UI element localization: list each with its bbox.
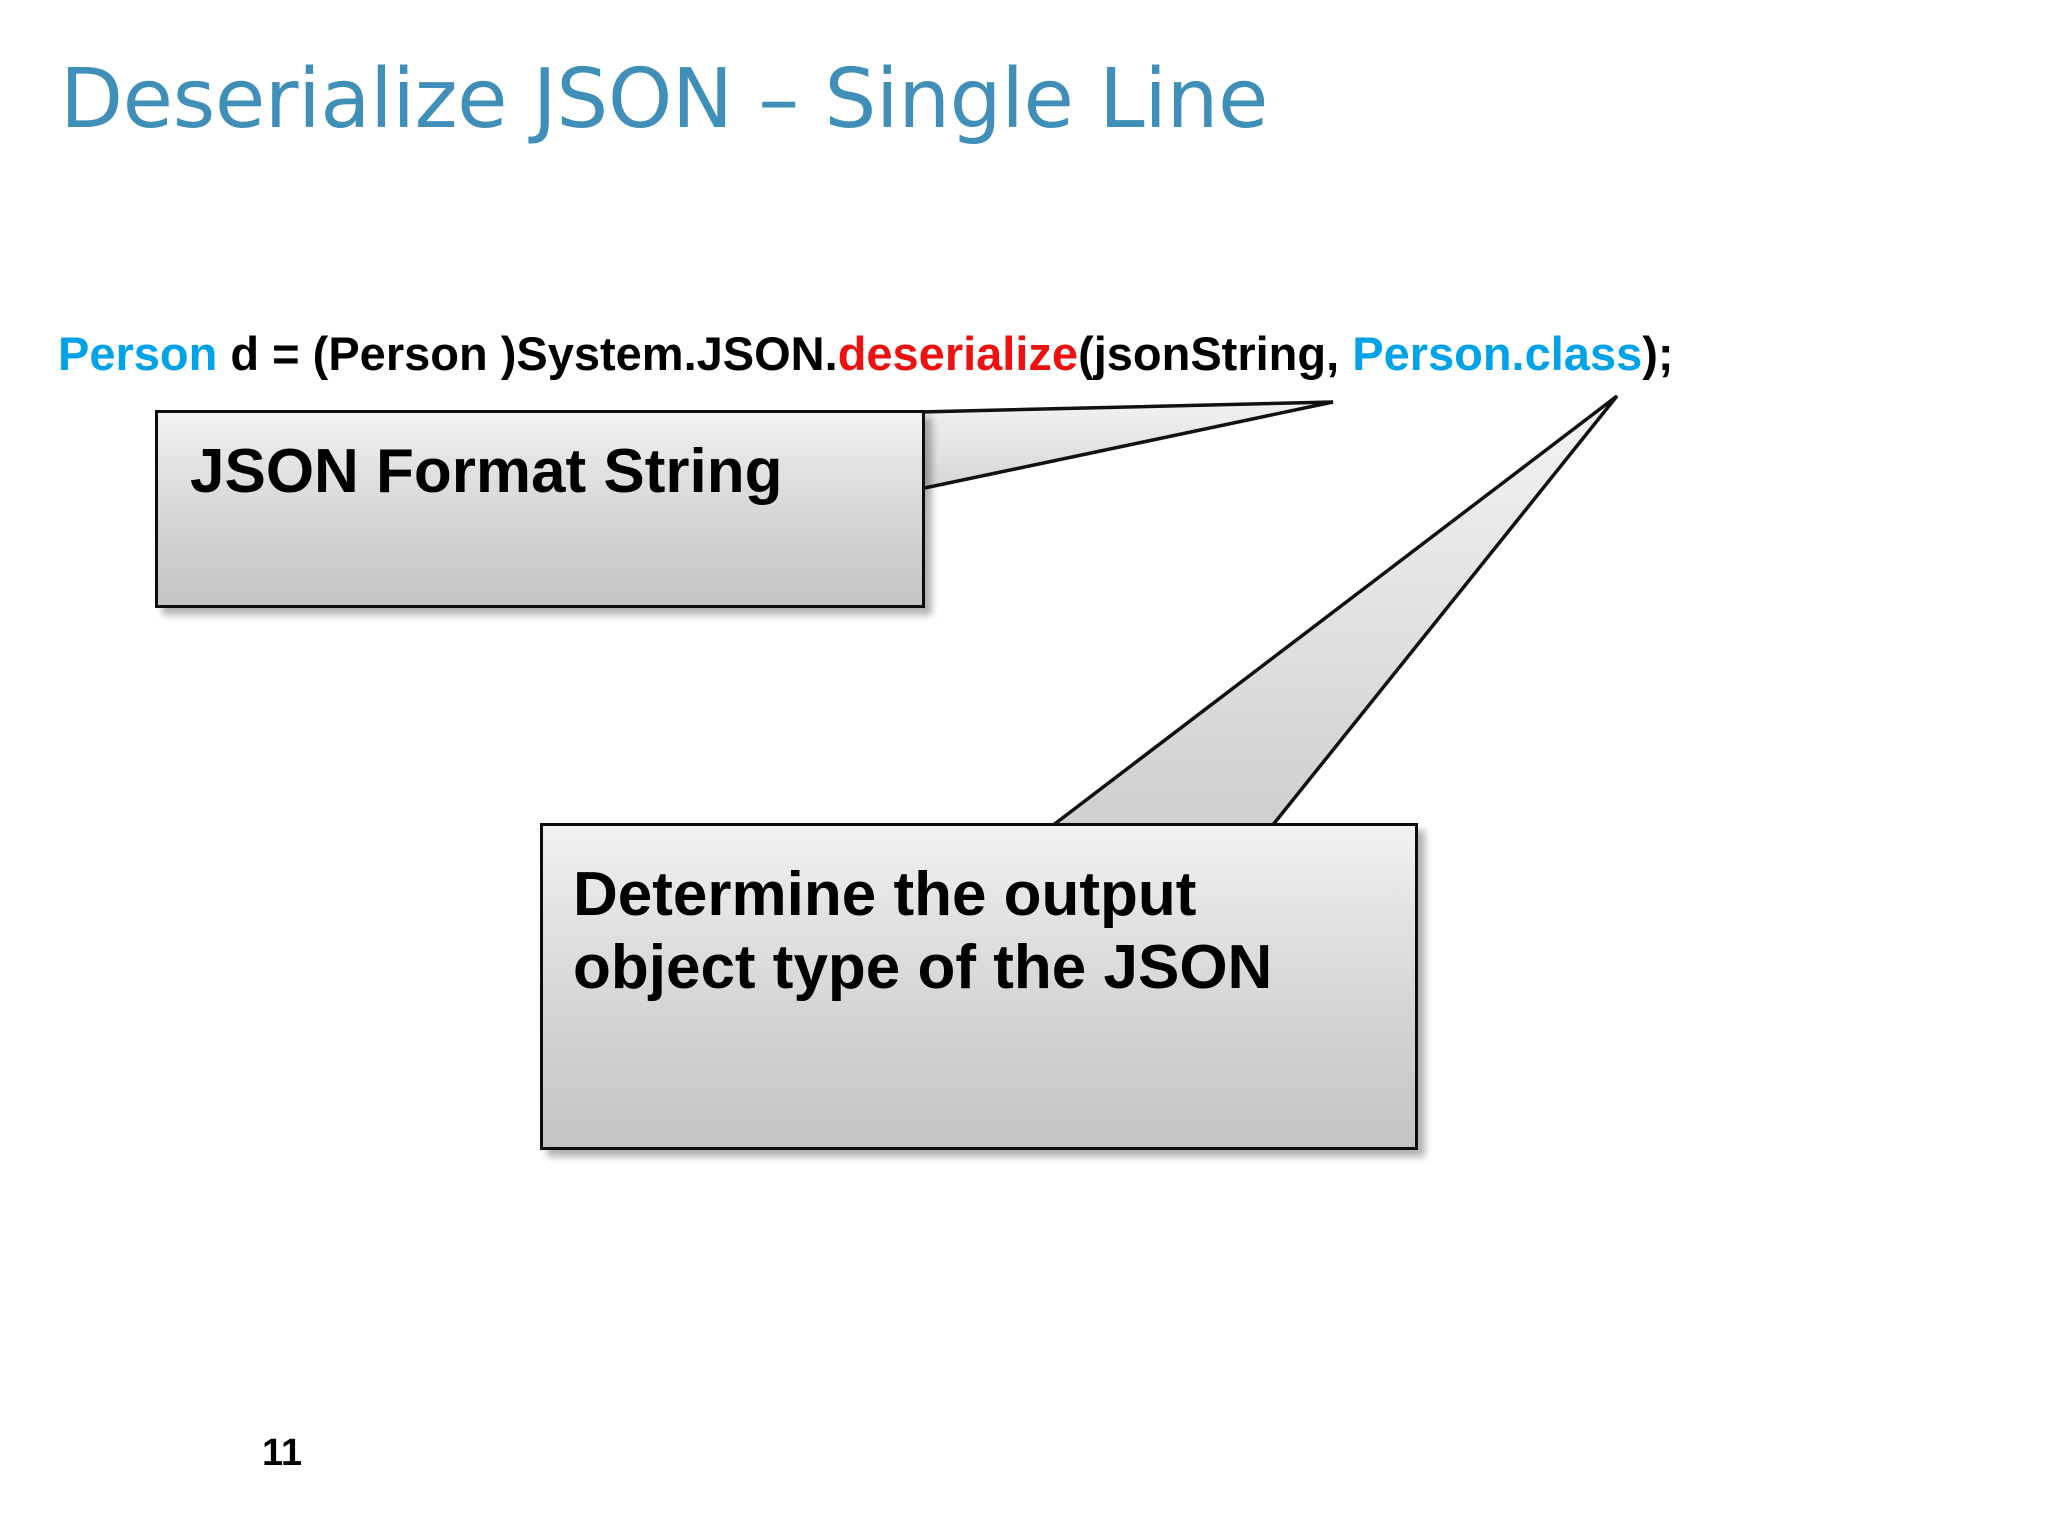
code-token-arg-jsonstring: (jsonString, <box>1078 327 1353 380</box>
code-token-assignment: d = (Person )System.JSON. <box>217 327 838 380</box>
page-number: 11 <box>262 1432 303 1474</box>
code-token-person-type: Person <box>58 327 218 380</box>
code-token-closing: ); <box>1642 327 1674 380</box>
code-line: Person d = (Person )System.JSON.deserial… <box>58 330 1958 377</box>
code-token-person-class: Person.class <box>1352 327 1643 380</box>
callout-output-object-type-line-1: Determine the output <box>573 860 1197 929</box>
callout-json-format-string: JSON Format String <box>155 410 925 608</box>
callout-output-object-type-line-2: object type of the JSON <box>573 933 1273 1003</box>
callout-tail-output-object-type <box>1046 394 1619 828</box>
page-title: Deserialize JSON – Single Line <box>60 52 1268 147</box>
callout-json-format-string-label: JSON Format String <box>190 437 783 506</box>
code-token-deserialize-method: deserialize <box>837 327 1079 380</box>
callout-tail-json-format-string <box>918 400 1334 492</box>
